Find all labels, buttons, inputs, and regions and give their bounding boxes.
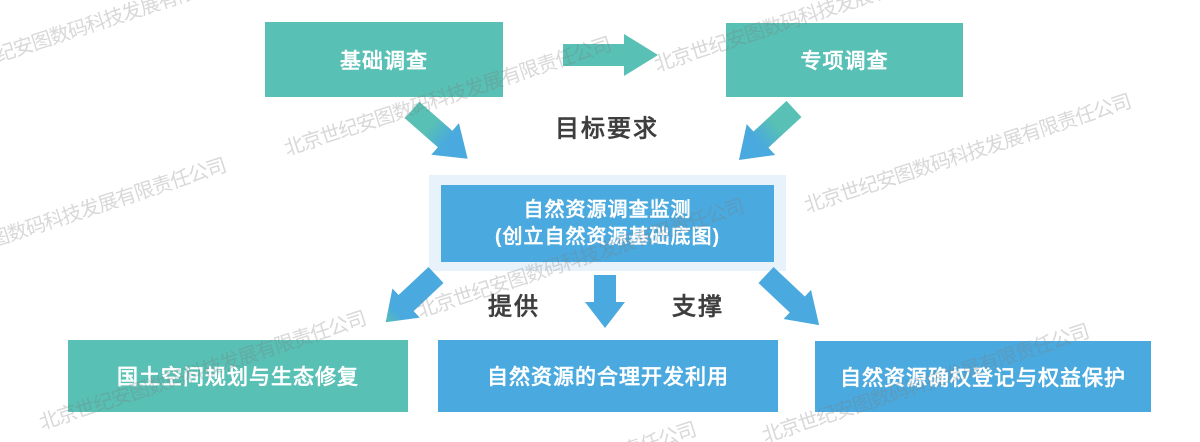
- arrow-center-to-planning: [385, 266, 444, 323]
- watermark-text: 北京世纪安图数码科技发展有限责任公司: [0, 154, 229, 282]
- arrow-basic-to-center: [404, 101, 468, 159]
- node-basic-survey-label: 基础调查: [340, 49, 428, 73]
- node-spatial-planning: 国土空间规划与生态修复: [68, 340, 408, 412]
- node-rational-use-label: 自然资源的合理开发利用: [487, 366, 729, 389]
- arrow-center-to-use: [585, 275, 625, 328]
- node-spatial-planning-label: 国土空间规划与生态修复: [117, 366, 359, 389]
- node-basic-survey: 基础调查: [265, 22, 503, 97]
- node-rights-protection: 自然资源确权登记与权益保护: [815, 341, 1151, 412]
- node-center-monitor: 自然资源调查监测 (创立自然资源基础底图): [441, 185, 774, 262]
- node-center-line2: (创立自然资源基础底图): [494, 225, 721, 248]
- watermark-text: 北京世纪安图数码科技发展有限责任公司: [0, 0, 271, 85]
- watermark-text: 北京世纪安图数码科技发展有限责任公司: [366, 417, 699, 442]
- goal-requirements-label: 目标要求: [555, 115, 659, 143]
- node-special-survey-label: 专项调查: [800, 50, 889, 73]
- watermark-text: 北京世纪安图数码科技发展有限责任公司: [801, 90, 1134, 218]
- node-special-survey: 专项调查: [726, 23, 963, 97]
- node-rational-use: 自然资源的合理开发利用: [438, 340, 778, 412]
- node-center-line1: 自然资源调查监测: [523, 198, 692, 221]
- provide-label: 提供: [488, 293, 540, 321]
- support-label: 支撑: [672, 293, 724, 321]
- arrow-special-to-center: [738, 100, 802, 160]
- arrow-center-to-rights: [758, 266, 820, 326]
- node-center-frame: 自然资源调查监测 (创立自然资源基础底图): [429, 175, 786, 271]
- arrow-basic-to-special: [563, 34, 658, 76]
- node-rights-protection-label: 自然资源确权登记与权益保护: [840, 366, 1126, 390]
